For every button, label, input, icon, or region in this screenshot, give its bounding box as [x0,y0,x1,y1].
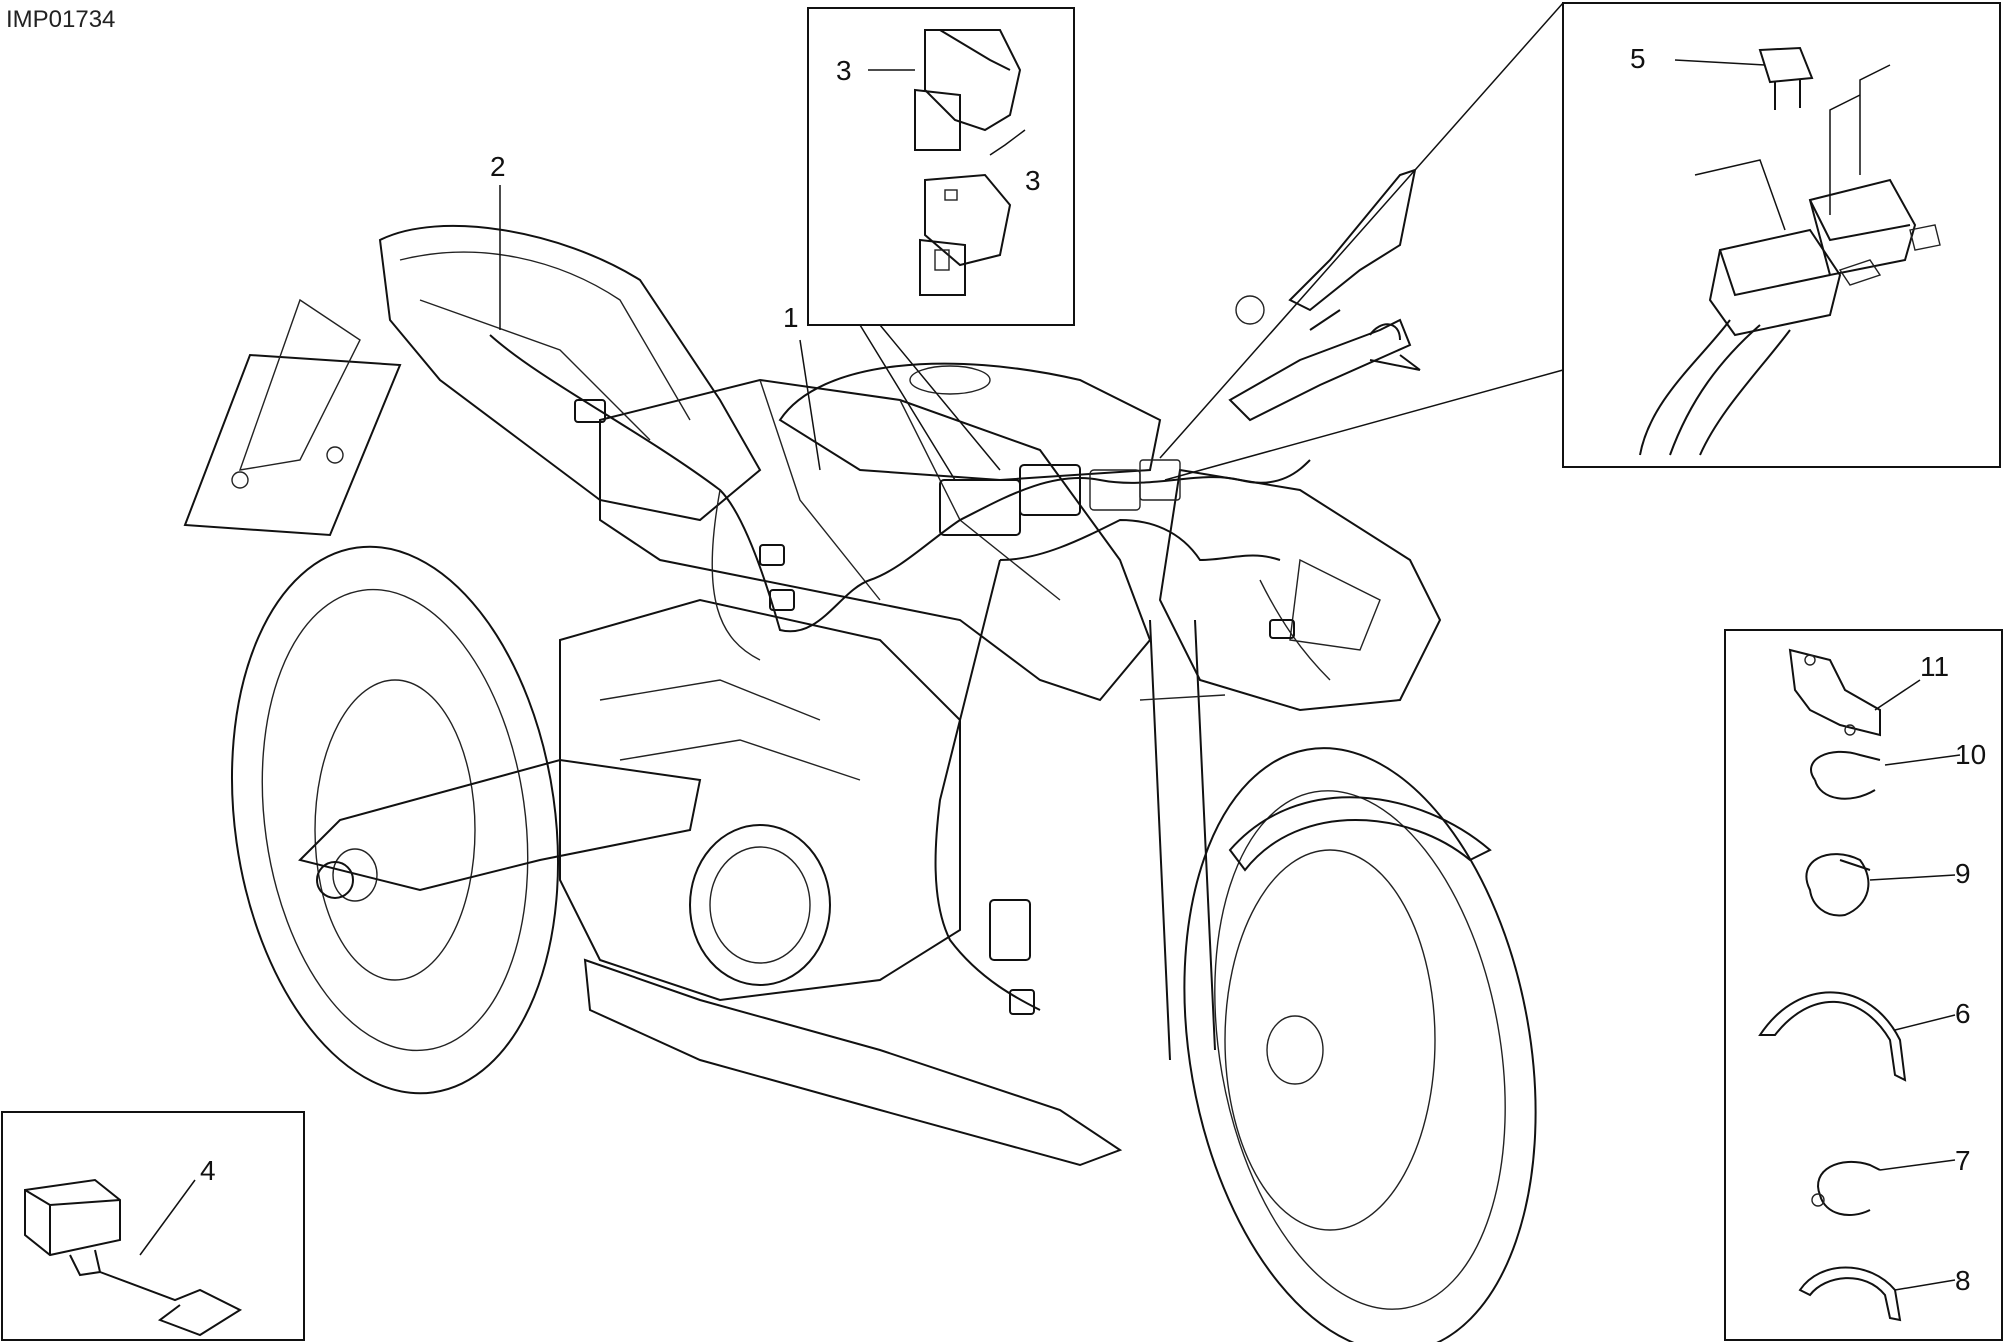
handlebar [1228,318,1412,422]
rear-brake-disc [314,679,476,981]
diagram-code: IMP01734 [6,6,116,33]
callout-7: 7 [1955,1145,1971,1176]
fuse-relay-inset: 5 [1159,2,2001,481]
relay-inset: 3 3 [807,7,1075,481]
callout-6: 6 [1955,998,1971,1029]
fuel-tank [778,362,1162,482]
seat-tail [378,224,762,522]
mirror [1288,168,1417,312]
rear-tyre [231,545,559,1095]
callout-3a: 3 [836,55,852,86]
callout-11: 11 [1920,651,1949,682]
front-fairing [1158,468,1442,712]
licence-plate [183,353,402,537]
callout-10: 10 [1955,739,1986,770]
wiring-harness [489,334,1311,633]
rear-rim [261,588,529,1052]
clamps-inset: 11 10 9 6 7 8 [1724,629,2003,1341]
callout-8: 8 [1955,1265,1971,1296]
front-tyre [1183,747,1537,1342]
swingarm [298,758,702,892]
front-rim [1214,790,1506,1310]
callout-5: 5 [1630,43,1646,74]
callout-2: 2 [490,151,506,182]
frame [599,378,1152,702]
callout-1: 1 [783,302,799,333]
callout-9: 9 [1955,858,1971,889]
front-brake-disc [1224,849,1436,1231]
callout-4: 4 [200,1155,216,1186]
belly-pan [583,958,1123,1167]
callout-group-main: 1 2 [490,151,821,471]
connector-inset: 4 [1,1111,305,1341]
engine-cover [689,824,831,986]
engine [559,598,961,1002]
callout-3b: 3 [1025,165,1041,196]
motorcycle-illustration [183,168,1537,1342]
